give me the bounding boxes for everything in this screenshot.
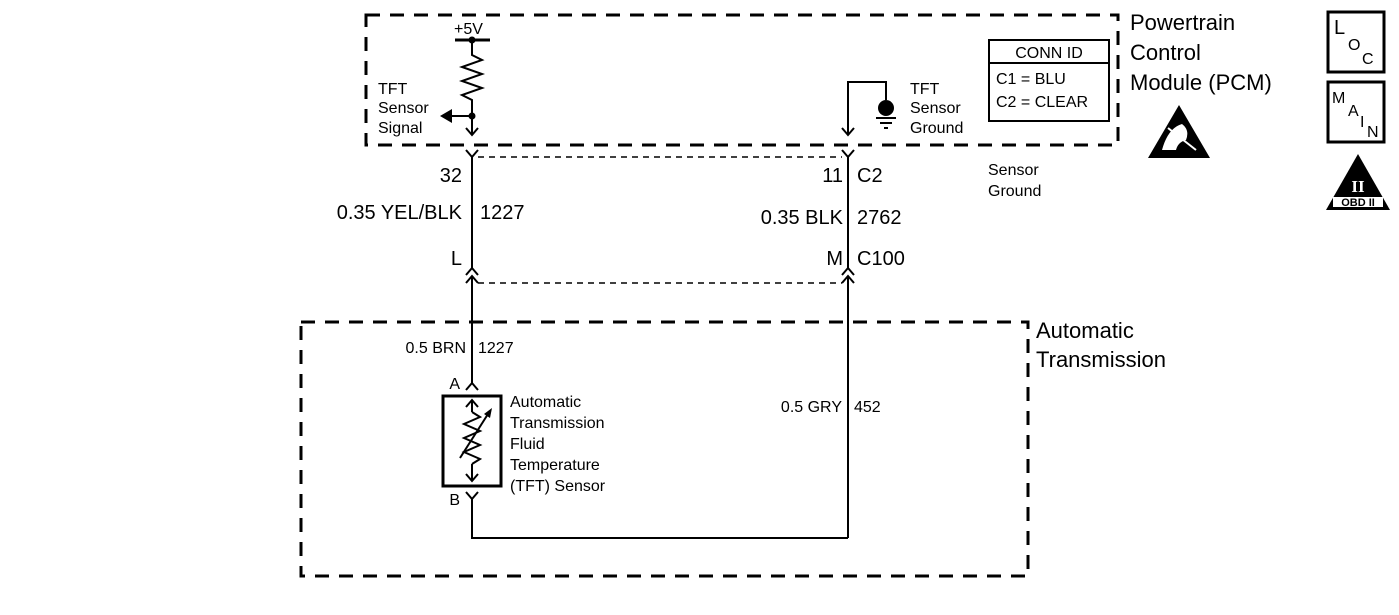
obd-ii-icon: II OBD II	[1326, 154, 1390, 210]
c2-pin-32-terminal	[465, 149, 479, 159]
wire-gry-label: 0.5 GRY	[781, 399, 842, 416]
conn-id-title: CONN ID	[1015, 45, 1083, 62]
pcm-input-arrow-left	[465, 127, 479, 137]
svg-text:OBD II: OBD II	[1341, 197, 1375, 209]
conn-id-box	[988, 39, 1110, 122]
c100-pin-l-label: L	[451, 248, 462, 270]
sensor-label-5: (TFT) Sensor	[510, 478, 606, 495]
sensor-label-1: Automatic	[510, 394, 581, 411]
connector-shell-outline	[478, 156, 842, 284]
main-icon: M A I N	[1326, 80, 1386, 144]
connector-c100-label: C100	[857, 248, 905, 270]
tft-ground-label-1: TFT	[910, 81, 940, 98]
svg-text:C: C	[1362, 51, 1374, 68]
circuit-452-label: 452	[854, 399, 881, 416]
sensor-ground-label-1: Sensor	[988, 162, 1039, 179]
svg-text:N: N	[1367, 124, 1379, 141]
connector-c2-label: C2	[857, 165, 883, 187]
sensor-label-4: Temperature	[510, 457, 600, 474]
circuit-1227-lower-label: 1227	[478, 340, 514, 357]
sensor-pin-a-terminal	[465, 381, 479, 391]
pcm-input-arrow-right	[841, 127, 855, 137]
c100-pin-l-terminal-top	[465, 266, 479, 276]
tft-signal-label-2: Sensor	[378, 100, 429, 117]
esd-warning-icon	[1148, 105, 1210, 158]
conn-id-row-2: C2 = CLEAR	[996, 94, 1088, 111]
svg-text:A: A	[1348, 103, 1359, 120]
transmission-title-1: Automatic	[1036, 318, 1134, 343]
pin-32-label: 32	[440, 165, 462, 187]
tft-signal-label-1: TFT	[378, 81, 408, 98]
pullup-resistor	[458, 40, 486, 135]
sensor-pin-b-terminal	[465, 491, 479, 501]
c2-pin-11-terminal	[841, 149, 855, 159]
svg-text:M: M	[1332, 90, 1345, 107]
svg-text:I: I	[1360, 114, 1364, 131]
transmission-title-2: Transmission	[1036, 347, 1166, 372]
wire-brn-label: 0.5 BRN	[406, 340, 466, 357]
conn-id-row-1: C1 = BLU	[996, 71, 1066, 88]
pcm-ground-path	[847, 81, 887, 135]
sensor-label-2: Transmission	[510, 415, 605, 432]
svg-text:O: O	[1348, 37, 1360, 54]
pcm-box	[364, 13, 1120, 147]
signal-arrow-icon	[440, 109, 452, 123]
ground-node	[878, 100, 894, 116]
transmission-box	[299, 320, 1030, 578]
c100-pin-m-terminal-top	[841, 266, 855, 276]
sensor-pin-b-label: B	[449, 492, 460, 509]
svg-text:L: L	[1334, 17, 1345, 39]
wire-blk-label: 0.35 BLK	[761, 207, 844, 229]
supply-label: +5V	[454, 21, 483, 38]
tft-ground-label-3: Ground	[910, 120, 963, 137]
circuit-1227-label: 1227	[480, 202, 525, 224]
pin-11-label: 11	[822, 165, 843, 187]
svg-text:II: II	[1351, 177, 1365, 196]
pcm-title-line-2: Control	[1130, 40, 1201, 65]
pcm-title-line-1: Powertrain	[1130, 10, 1235, 35]
wire-return	[471, 499, 848, 539]
sensor-label-3: Fluid	[510, 436, 545, 453]
c100-pin-m-label: M	[826, 248, 843, 270]
loc-icon: L O C	[1326, 10, 1386, 74]
thermistor-icon	[459, 398, 492, 483]
tft-ground-label-2: Sensor	[910, 100, 961, 117]
sensor-ground-label-2: Ground	[988, 183, 1041, 200]
tft-signal-label-3: Signal	[378, 120, 422, 137]
sensor-pin-a-label: A	[449, 376, 460, 393]
ground-icon	[876, 117, 896, 129]
pcm-title-line-3: Module (PCM)	[1130, 70, 1272, 95]
tft-sensor-body	[441, 394, 503, 488]
circuit-2762-label: 2762	[857, 207, 902, 229]
wire-yel-blk-label: 0.35 YEL/BLK	[337, 202, 463, 224]
